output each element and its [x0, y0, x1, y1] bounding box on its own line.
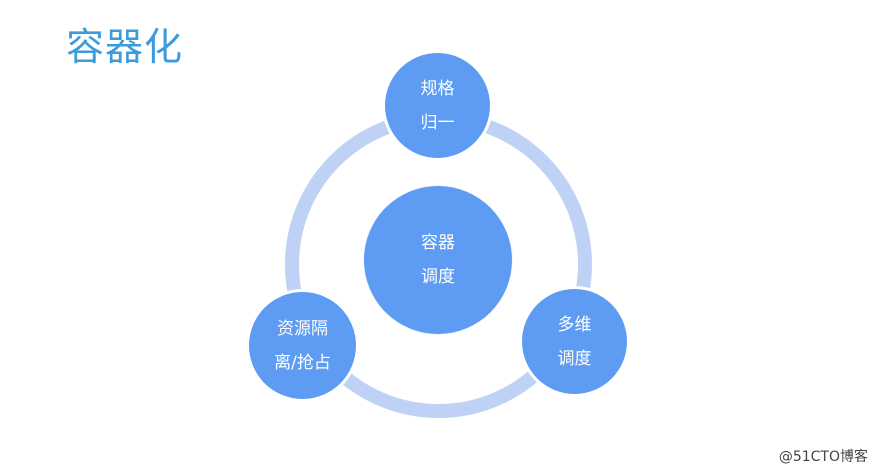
center-node-label-line2: 调度: [421, 267, 455, 287]
left-node-label-line1: 资源隔: [277, 318, 328, 339]
center-node-label-line1: 容器: [421, 233, 455, 253]
top-node-label-line1: 规格: [420, 78, 455, 99]
top-node-label-line2: 归一: [420, 112, 455, 133]
watermark: @51CTO博客: [778, 449, 868, 465]
right-node-multidimensional-scheduling: 多维 调度: [522, 289, 627, 394]
center-node-container-scheduling: 容器 调度: [364, 186, 512, 334]
right-node-label-line2: 调度: [557, 348, 592, 369]
left-node-resource-isolation: 资源隔 离/抢占: [249, 292, 356, 399]
top-node-spec-normalization: 规格 归一: [385, 53, 490, 158]
right-node-label-line1: 多维: [557, 314, 592, 335]
slide-title: 容器化: [66, 25, 184, 69]
left-node-label-line2: 离/抢占: [274, 352, 331, 373]
